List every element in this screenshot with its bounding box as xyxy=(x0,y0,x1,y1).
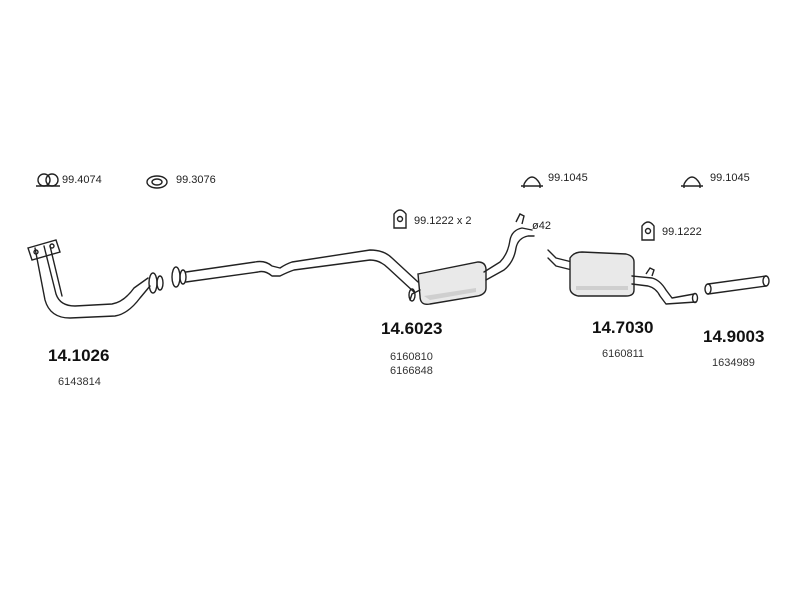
pipe-diameter-label: ø42 xyxy=(532,220,551,232)
rear-silencer xyxy=(547,249,699,305)
oem-number: 1634989 xyxy=(712,357,755,369)
accessory-code-rubber-pair: 99.1222 x 2 xyxy=(414,215,472,227)
rubber-mount-icon xyxy=(393,209,407,229)
front-pipe-oem-list: 6143814 xyxy=(58,375,101,389)
rear-silencer-code: 14.7030 xyxy=(592,318,654,337)
tail-pipe-code: 14.9003 xyxy=(703,327,765,346)
middle-silencer-oem-list: 6160810 6166848 xyxy=(390,350,433,378)
gasket-ring-icon xyxy=(146,175,168,189)
tail-pipe-oem-list: 1634989 xyxy=(712,356,755,370)
front-pipe-code: 14.1026 xyxy=(48,346,110,365)
accessory-code-clamp-right: 99.1045 xyxy=(710,172,750,184)
oem-number: 6160810 xyxy=(390,351,433,363)
front-pipe xyxy=(27,239,164,319)
u-clamp-icon xyxy=(681,176,703,188)
middle-silencer xyxy=(171,213,535,306)
oem-number: 6166848 xyxy=(390,365,433,377)
tail-pipe xyxy=(704,275,770,295)
oem-number: 6143814 xyxy=(58,376,101,388)
middle-silencer-code: 14.6023 xyxy=(381,319,443,338)
rubber-mount-icon xyxy=(641,221,655,241)
accessory-code-gasket-ring: 99.3076 xyxy=(176,174,216,186)
clamp-icon xyxy=(36,173,60,187)
oem-number: 6160811 xyxy=(602,348,645,360)
accessory-code-clamp-left: 99.4074 xyxy=(62,174,102,186)
accessory-code-rubber-single: 99.1222 xyxy=(662,226,702,238)
accessory-code-clamp-mid: 99.1045 xyxy=(548,172,588,184)
rear-silencer-oem-list: 6160811 xyxy=(602,347,644,361)
u-clamp-icon xyxy=(521,176,543,188)
